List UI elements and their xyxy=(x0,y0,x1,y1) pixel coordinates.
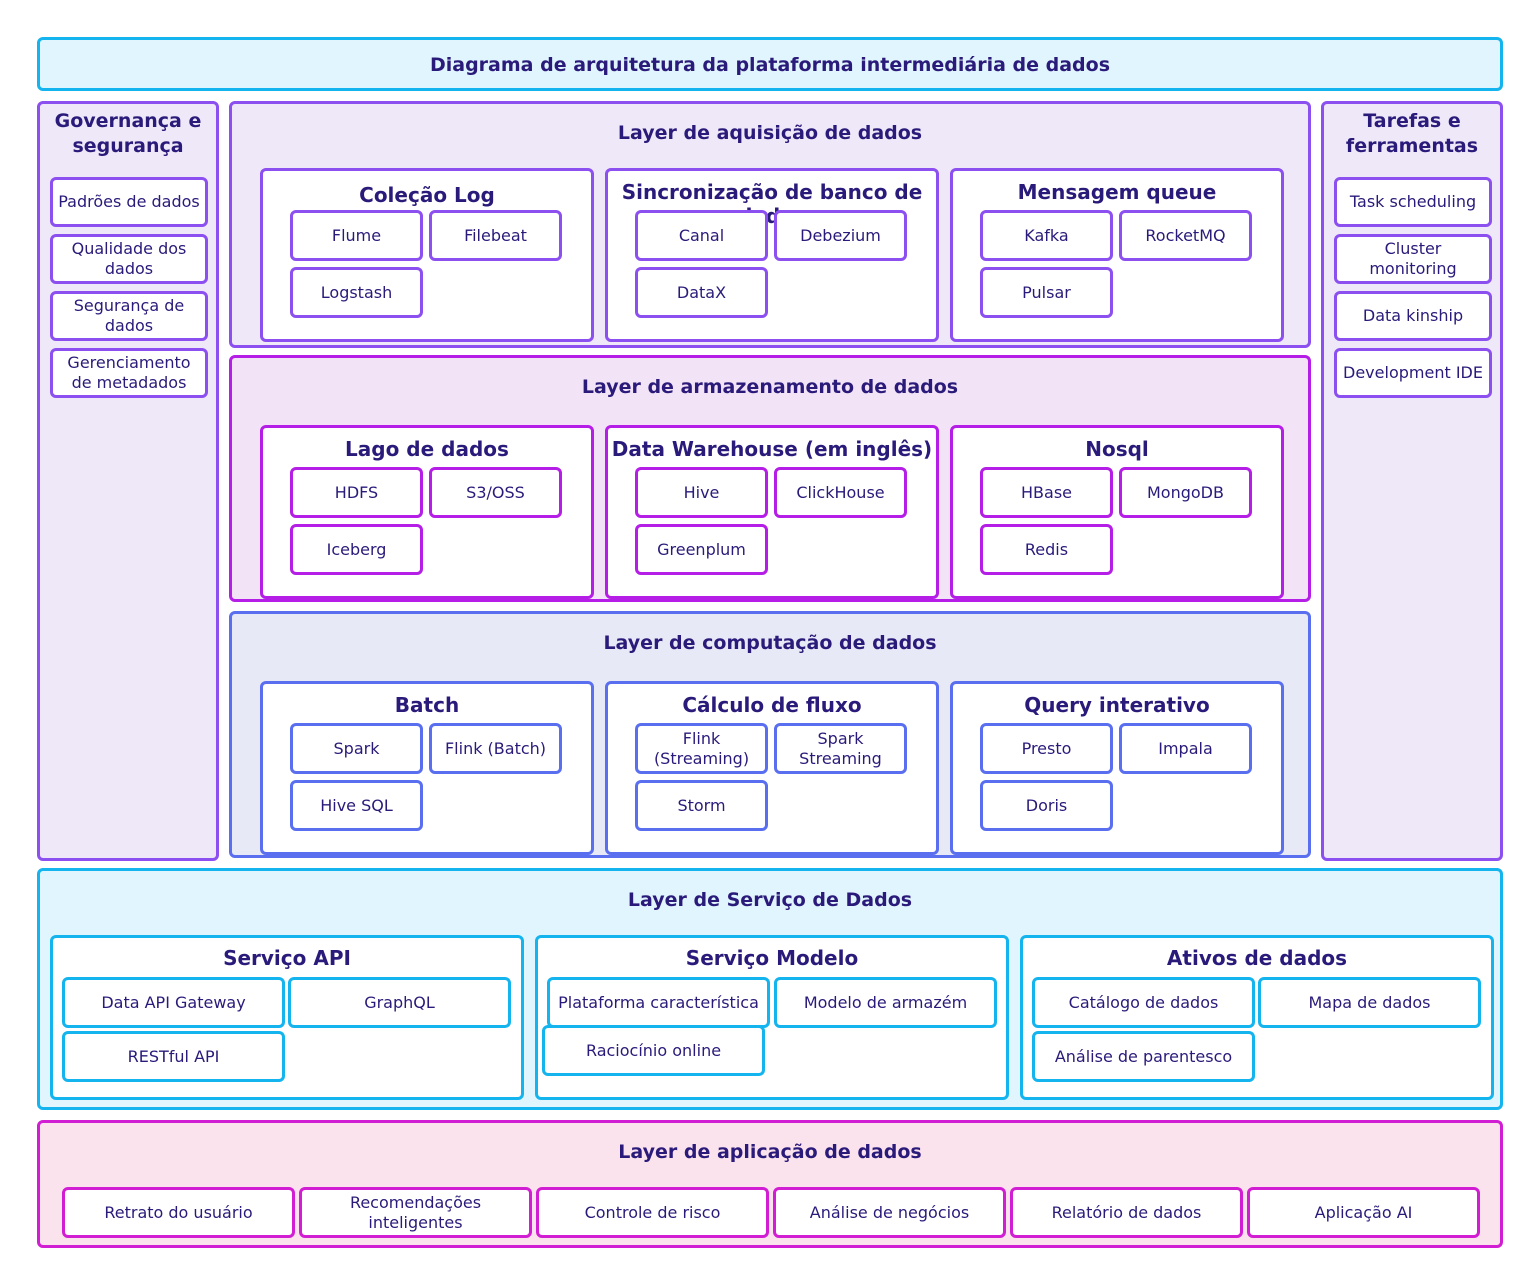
tech-item: Logstash xyxy=(290,267,423,318)
group-title: Batch xyxy=(394,693,460,717)
group-title: Query interativo xyxy=(1024,693,1210,717)
governance-item: Segurança de dados xyxy=(50,291,208,341)
service-group: Serviço API Data API Gateway GraphQL RES… xyxy=(50,935,524,1100)
tech-item: Spark xyxy=(290,723,423,774)
tech-item: Greenplum xyxy=(635,524,768,575)
storage-title: Layer de armazenamento de dados xyxy=(581,376,959,398)
group-title: Coleção Log xyxy=(359,183,495,207)
group-title: Mensagem queue xyxy=(1017,180,1217,204)
tech-item: Doris xyxy=(980,780,1113,831)
tech-item: Impala xyxy=(1119,723,1252,774)
service-item: Mapa de dados xyxy=(1258,977,1481,1028)
tools-item: Cluster monitoring xyxy=(1334,234,1492,284)
group-title: Ativos de dados xyxy=(1166,946,1348,970)
storage-group: Data Warehouse (em inglês) Hive ClickHou… xyxy=(605,425,939,599)
service-item: Data API Gateway xyxy=(62,977,285,1028)
acquisition-layer: Layer de aquisição de dados Coleção Log … xyxy=(229,101,1311,348)
tools-item: Development IDE xyxy=(1334,348,1492,398)
diagram-title-bar: Diagrama de arquitetura da plataforma in… xyxy=(37,37,1503,91)
service-group: Ativos de dados Catálogo de dados Mapa d… xyxy=(1020,935,1494,1100)
service-item: Raciocínio online xyxy=(542,1025,765,1076)
tech-item: Canal xyxy=(635,210,768,261)
compute-title: Layer de computação de dados xyxy=(603,632,937,654)
application-item: Retrato do usuário xyxy=(62,1187,295,1238)
tools-item: Task scheduling xyxy=(1334,177,1492,227)
tech-item: Redis xyxy=(980,524,1113,575)
service-item: Plataforma característica xyxy=(547,977,770,1028)
compute-group: Query interativo Presto Impala Doris xyxy=(950,681,1284,855)
tools-item: Data kinship xyxy=(1334,291,1492,341)
governance-item: Gerenciamento de metadados xyxy=(50,348,208,398)
tech-item: Pulsar xyxy=(980,267,1113,318)
tech-item: Filebeat xyxy=(429,210,562,261)
tech-item: Flume xyxy=(290,210,423,261)
tech-item: Iceberg xyxy=(290,524,423,575)
tech-item: MongoDB xyxy=(1119,467,1252,518)
application-item: Recomendações inteligentes xyxy=(299,1187,532,1238)
tech-item: Hive xyxy=(635,467,768,518)
compute-group: Cálculo de fluxo Flink (Streaming) Spark… xyxy=(605,681,939,855)
compute-group: Batch Spark Flink (Batch) Hive SQL xyxy=(260,681,594,855)
group-title: Nosql xyxy=(1085,437,1149,461)
governance-title: Governança e segurança xyxy=(54,110,202,157)
group-title: Lago de dados xyxy=(345,437,509,461)
group-title: Data Warehouse (em inglês) xyxy=(611,437,933,461)
group-title: Serviço API xyxy=(223,946,351,970)
tech-item: Presto xyxy=(980,723,1113,774)
tech-item: Hive SQL xyxy=(290,780,423,831)
group-title: Serviço Modelo xyxy=(685,946,859,970)
application-item: Análise de negócios xyxy=(773,1187,1006,1238)
tech-item: ClickHouse xyxy=(774,467,907,518)
service-item: Catálogo de dados xyxy=(1032,977,1255,1028)
acquisition-group: Sincronização de banco de dados Canal De… xyxy=(605,168,939,342)
compute-layer: Layer de computação de dados Batch Spark… xyxy=(229,611,1311,858)
tech-item: Debezium xyxy=(774,210,907,261)
acquisition-group: Mensagem queue Kafka RocketMQ Pulsar xyxy=(950,168,1284,342)
application-title: Layer de aplicação de dados xyxy=(618,1141,922,1163)
storage-group: Nosql HBase MongoDB Redis xyxy=(950,425,1284,599)
tech-item: Flink (Batch) xyxy=(429,723,562,774)
group-title: Cálculo de fluxo xyxy=(682,693,862,717)
tech-item: RocketMQ xyxy=(1119,210,1252,261)
service-item: Modelo de armazém xyxy=(774,977,997,1028)
storage-layer: Layer de armazenamento de dados Lago de … xyxy=(229,355,1311,602)
tech-item: Flink (Streaming) xyxy=(635,723,768,774)
tech-item: S3/OSS xyxy=(429,467,562,518)
tech-item: HBase xyxy=(980,467,1113,518)
tools-title: Tarefas e ferramentas xyxy=(1345,110,1479,157)
service-group: Serviço Modelo Plataforma característica… xyxy=(535,935,1009,1100)
tech-item: Spark Streaming xyxy=(774,723,907,774)
governance-item: Qualidade dos dados xyxy=(50,234,208,284)
tools-panel: Tarefas e ferramentas Task scheduling Cl… xyxy=(1321,101,1503,861)
storage-group: Lago de dados HDFS S3/OSS Iceberg xyxy=(260,425,594,599)
application-item: Relatório de dados xyxy=(1010,1187,1243,1238)
service-item: RESTful API xyxy=(62,1031,285,1082)
service-item: Análise de parentesco xyxy=(1032,1031,1255,1082)
acquisition-group: Coleção Log Flume Filebeat Logstash xyxy=(260,168,594,342)
diagram-title: Diagrama de arquitetura da plataforma in… xyxy=(429,54,1111,76)
governance-item: Padrões de dados xyxy=(50,177,208,227)
service-item: GraphQL xyxy=(288,977,511,1028)
governance-panel: Governança e segurança Padrões de dados … xyxy=(37,101,219,861)
tech-item: DataX xyxy=(635,267,768,318)
application-layer: Layer de aplicação de dados Retrato do u… xyxy=(37,1120,1503,1248)
tech-item: Storm xyxy=(635,780,768,831)
tech-item: Kafka xyxy=(980,210,1113,261)
application-item: Aplicação AI xyxy=(1247,1187,1480,1238)
service-title: Layer de Serviço de Dados xyxy=(627,889,913,911)
application-item: Controle de risco xyxy=(536,1187,769,1238)
acquisition-title: Layer de aquisição de dados xyxy=(617,122,923,144)
service-layer: Layer de Serviço de Dados Serviço API Da… xyxy=(37,868,1503,1110)
tech-item: HDFS xyxy=(290,467,423,518)
